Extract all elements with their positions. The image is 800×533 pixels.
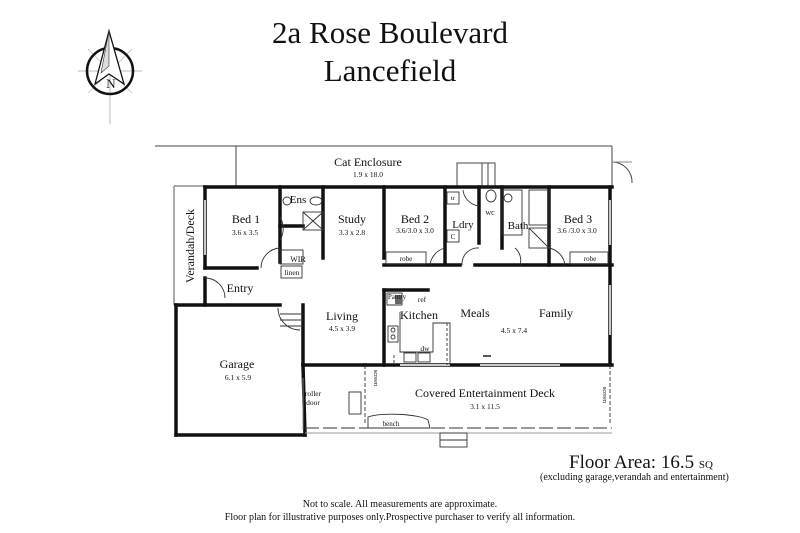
bench-label: bench <box>383 420 400 428</box>
entry-label: Entry <box>227 281 254 295</box>
floor-area-note: (excluding garage,verandah and entertain… <box>540 472 729 483</box>
screen-right-label: screen <box>601 387 608 404</box>
laundry-label: Ldry <box>452 219 474 231</box>
bath-label: Bath <box>508 220 529 232</box>
bed2-size: 3.6/3.0 x 3.0 <box>396 226 434 235</box>
bed1-size: 3.6 x 3.5 <box>232 228 259 237</box>
disclaimer: Not to scale. All measurements are appro… <box>0 498 800 524</box>
deck-size: 3.1 x 11.5 <box>470 402 500 411</box>
disclaimer-line1: Not to scale. All measurements are appro… <box>302 499 498 510</box>
dishwasher-label: dw <box>420 344 430 353</box>
floor-area-value: Floor Area: 16.5 <box>569 452 695 473</box>
cat-enclosure-size: 1.9 x 18.0 <box>353 170 383 179</box>
linen-label: linen <box>285 268 300 277</box>
bed3-label: Bed 3 <box>564 212 592 226</box>
pantry-label: Pantry <box>388 293 407 301</box>
bed3-size: 3.6 /3.0 x 3.0 <box>557 226 597 235</box>
cat-enclosure-label: Cat Enclosure <box>334 155 402 169</box>
kitchen-label: Kitchen <box>400 308 438 322</box>
meals-label: Meals <box>460 306 490 320</box>
bed3-robe-label: robe <box>584 255 596 263</box>
fridge-label: ref <box>418 295 427 304</box>
wir-label: WIR <box>290 255 306 264</box>
ensuite-label: Ens <box>290 194 307 206</box>
living-label: Living <box>326 309 358 323</box>
family-size: 4.5 x 7.4 <box>501 326 528 335</box>
garage-size: 6.1 x 5.9 <box>225 373 252 382</box>
screen-left-label: screen <box>372 370 379 387</box>
bed1-label: Bed 1 <box>232 212 260 226</box>
door-label: door <box>306 398 320 407</box>
living-size: 4.5 x 3.9 <box>329 324 356 333</box>
floor-area-unit: SQ <box>698 459 713 471</box>
cupboard-label: C <box>451 233 456 241</box>
wc-label: wc <box>485 208 495 217</box>
address-title: 2a Rose Boulevard <box>272 15 508 50</box>
north-arrow-icon: N <box>78 28 142 124</box>
floor-area: Floor Area: 16.5 SQ <box>569 452 713 474</box>
study-label: Study <box>338 212 366 226</box>
deck-label: Covered Entertainment Deck <box>415 386 555 400</box>
bed2-label: Bed 2 <box>401 212 429 226</box>
disclaimer-line2: Floor plan for illustrative purposes onl… <box>224 512 576 523</box>
verandah-label: Verandah/Deck <box>183 209 197 283</box>
suburb-title: Lancefield <box>323 53 457 88</box>
bed2-robe-label: robe <box>400 255 412 263</box>
trough-label: tr <box>451 195 456 202</box>
study-size: 3.3 x 2.8 <box>339 228 366 237</box>
roller-label: roller <box>305 389 322 398</box>
family-label: Family <box>539 306 573 320</box>
north-label: N <box>106 76 116 91</box>
garage-label: Garage <box>220 357 255 371</box>
